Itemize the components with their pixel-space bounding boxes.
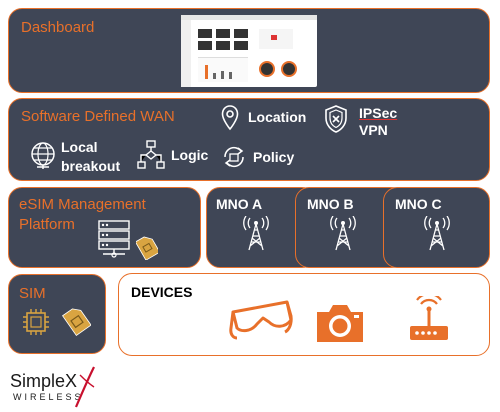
simplex-logo: SimpleX WIRELESS [10,365,120,409]
dashboard-title: Dashboard [21,19,95,36]
vr-glasses-icon [229,298,295,342]
sdwan-panel[interactable]: Software Defined WAN Location IPSec VPN … [8,98,490,181]
server-icon [97,219,137,259]
cell-tower-icon [239,216,273,252]
shield-icon [324,105,348,133]
sdwan-title: Software Defined WAN [21,108,175,125]
camera-icon [315,302,365,344]
mno-c-label: MNO C [395,196,442,212]
dashboard-screenshot [181,15,317,87]
cell-tower-icon [420,216,454,252]
logo-tagline: WIRELESS [13,392,84,402]
local-label: Local [61,139,98,155]
esim-title-line2: Platform [19,216,75,233]
chip-icon [21,307,51,337]
mno-a-label: MNO A [216,196,263,212]
sim-title: SIM [19,285,46,302]
devices-panel[interactable]: DEVICES [118,273,490,356]
esim-title-line1: eSIM Management [19,196,146,213]
sim-card-icon [61,306,91,336]
ipsec-label: IPSec [359,105,398,121]
logo-x-mark [74,366,95,408]
globe-icon [29,141,57,171]
location-pin-icon [221,105,239,131]
breakout-label: breakout [61,158,121,174]
logo-name: SimpleX [10,371,78,391]
location-label: Location [248,109,307,125]
router-icon [407,296,451,344]
vpn-label: VPN [359,122,388,138]
mno-c-panel[interactable]: MNO C [383,187,490,268]
devices-title: DEVICES [131,284,193,300]
policy-cycle-icon [221,144,247,170]
mno-b-label: MNO B [307,196,354,212]
dashboard-panel[interactable]: Dashboard [8,8,490,93]
sim-card-icon [136,236,158,260]
logic-label: Logic [171,147,209,163]
esim-panel[interactable]: eSIM Management Platform [8,187,201,268]
cell-tower-icon [326,216,360,252]
policy-label: Policy [253,149,295,165]
sim-panel[interactable]: SIM [8,274,106,354]
flowchart-icon [137,140,165,170]
